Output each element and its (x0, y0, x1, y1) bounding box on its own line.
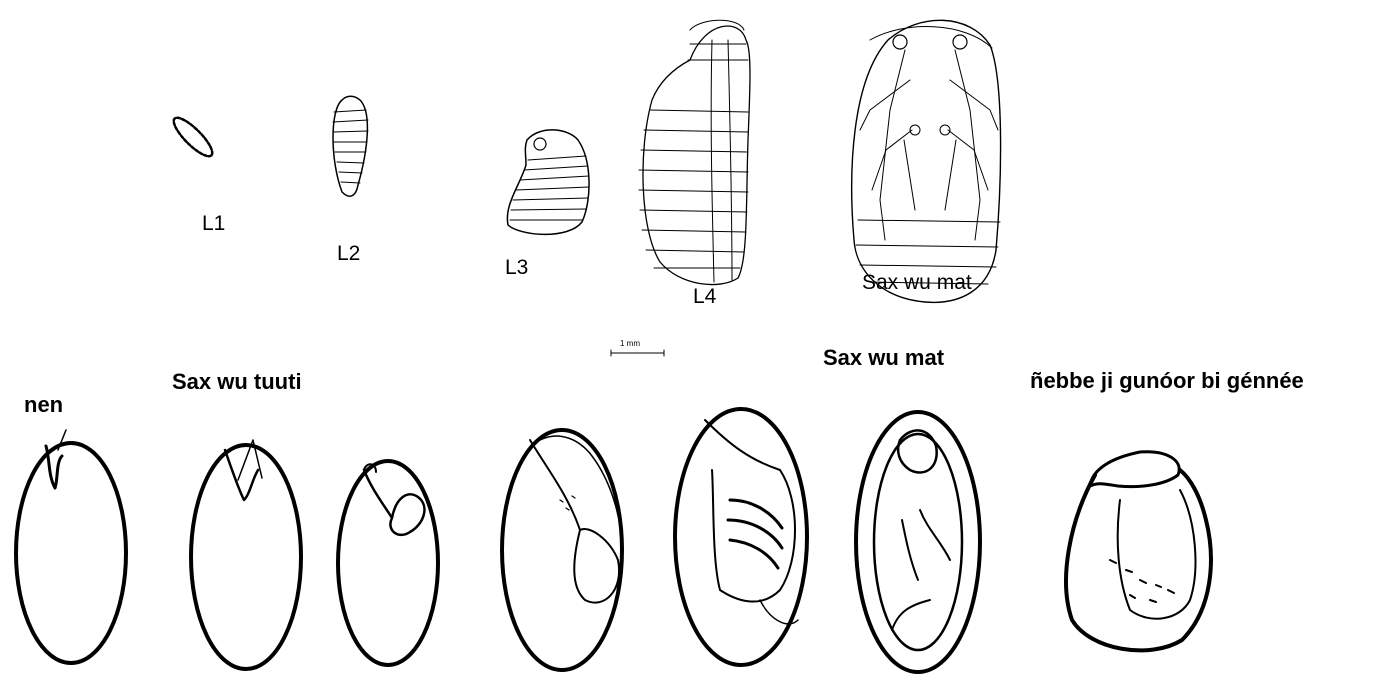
l4-larva-drawing (639, 20, 750, 284)
seed-with-pupa-drawing (675, 409, 807, 665)
seed-label-adult: Sax wu mat (823, 345, 944, 371)
scale-bar (611, 350, 664, 356)
l2-larva-drawing (333, 96, 368, 196)
seed-with-young-larva-drawing (191, 440, 301, 669)
seed-with-exit-hole-drawing (1066, 452, 1211, 651)
stage-label-l3: L3 (505, 256, 528, 280)
stage-label-l4: L4 (693, 285, 716, 309)
stage-label-adult: Sax wu mat (862, 271, 972, 295)
l1-larva-drawing (169, 113, 217, 161)
seed-label-exit-hole: ñebbe ji gunóor bi génnée (1030, 368, 1304, 394)
seed-with-egg-drawing (16, 430, 126, 663)
stage-label-l2: L2 (337, 242, 360, 266)
seed-with-tunnelling-larva-drawing (338, 461, 438, 665)
seed-with-larger-larva-drawing (502, 430, 622, 670)
l3-larva-drawing (507, 130, 589, 235)
seed-label-egg: nen (24, 392, 63, 418)
scale-bar-label: 1 mm (620, 339, 640, 348)
seed-with-adult-drawing (856, 412, 980, 672)
stage-label-l1: L1 (202, 212, 225, 236)
seed-label-young-larva: Sax wu tuuti (172, 369, 302, 395)
adult-insect-drawing (852, 20, 1001, 302)
